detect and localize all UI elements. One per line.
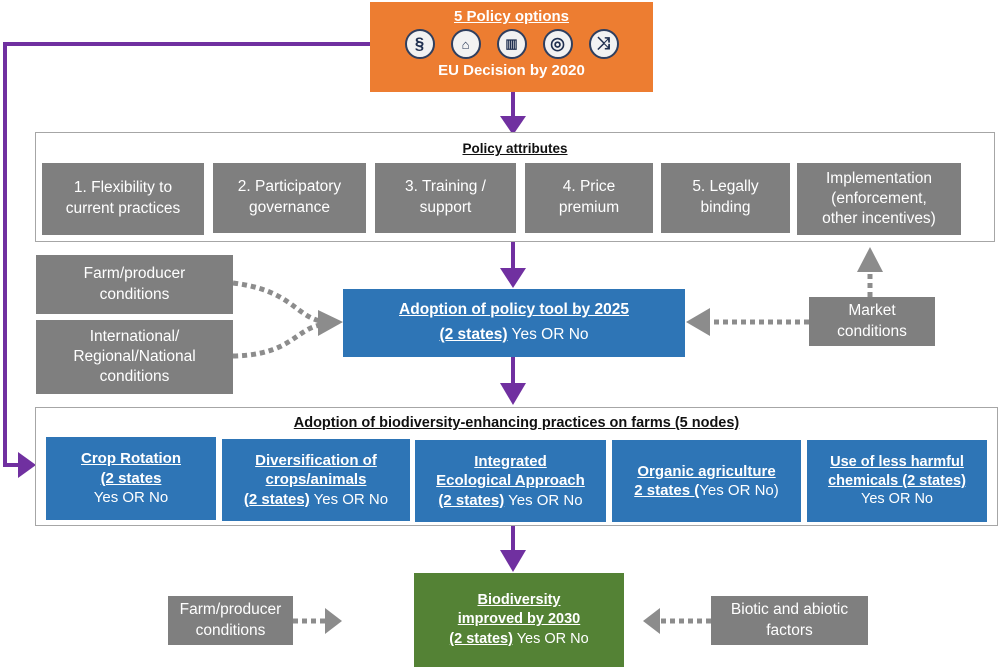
biodiversity-states: (2 states)	[449, 630, 513, 647]
practice-states: (2 states)	[438, 491, 505, 509]
attribute-legally-binding: 5. Legally binding	[661, 163, 790, 233]
practice-crop-rotation: Crop Rotation (2 states Yes OR No	[46, 437, 216, 520]
practice-values: Yes OR No	[504, 491, 583, 509]
arrowhead-adoption-to-practices	[500, 383, 526, 405]
policy-options-box: 5 Policy options § ⌂ ▥ ◎ ⤨ EU Decision b…	[370, 2, 653, 92]
arrowhead-practices-to-biodiversity	[500, 550, 526, 572]
practice-title: Ecological Approach	[436, 472, 585, 490]
practice-title: Organic agriculture	[637, 462, 776, 480]
biodiversity-title: Biodiversity	[477, 591, 561, 608]
practice-states-line: (2 states) Yes OR No	[244, 490, 388, 510]
attribute-label-line: 4. Price	[562, 178, 616, 196]
factor-label-line: conditions	[837, 322, 907, 340]
practice-title: crops/animals	[265, 471, 367, 489]
adoption-policy-tool-box: Adoption of policy tool by 2025 (2 state…	[343, 289, 685, 357]
practice-states-line: 2 states (Yes OR No)	[634, 481, 779, 501]
market-conditions-box: Market conditions	[809, 297, 935, 346]
attribute-training-support: 3. Training / support	[375, 163, 516, 233]
practice-organic-agriculture: Organic agriculture 2 states (Yes OR No)	[612, 440, 801, 522]
adoption-policy-states: (2 states)	[439, 326, 508, 343]
factor-label-line: conditions	[99, 285, 170, 303]
factor-label-line: conditions	[99, 368, 170, 386]
attribute-label-line: support	[419, 199, 472, 216]
factor-label-line: Market	[848, 302, 896, 320]
practice-title: Integrated	[474, 452, 547, 470]
practice-diversification: Diversification of crops/animals (2 stat…	[222, 439, 410, 521]
practice-title: chemicals (2 states)	[828, 472, 966, 489]
gray-arrowhead-market-to-adoption	[686, 308, 710, 336]
attribute-label-line: Implementation	[826, 169, 932, 187]
bottom-farm-producer-box: Farm/producer conditions	[168, 596, 293, 645]
biodiversity-box: Biodiversity improved by 2030 (2 states)…	[414, 573, 624, 667]
attribute-price-premium: 4. Price premium	[525, 163, 653, 233]
policy-attributes-title: Policy attributes	[462, 141, 568, 156]
practice-less-harmful-chemicals: Use of less harmful chemicals (2 states)…	[807, 440, 987, 522]
international-conditions-box: International/ Regional/National conditi…	[36, 320, 233, 394]
shuffle-icon: ⤨	[588, 29, 619, 59]
biodiversity-states-line: (2 states) Yes OR No	[449, 630, 588, 650]
arrowhead-options-to-attributes	[500, 116, 526, 135]
attribute-label-line: other incentives)	[822, 210, 936, 228]
practice-title: Diversification of	[255, 451, 377, 469]
farm-producer-conditions-box: Farm/producer conditions	[36, 255, 233, 314]
feedback-arrow-line	[3, 42, 370, 467]
factor-label-line: Regional/National	[73, 347, 196, 365]
attribute-label-line: governance	[248, 199, 330, 216]
attribute-label-line: 5. Legally	[692, 178, 759, 196]
factor-label-line: Farm/producer	[179, 601, 282, 619]
attribute-label-line: current practices	[65, 200, 181, 217]
attribute-label-line: premium	[558, 199, 620, 216]
attribute-participatory-governance: 2. Participatory governance	[213, 163, 366, 233]
attribute-label-line: binding	[700, 199, 751, 216]
attribute-label-line: 1. Flexibility to	[73, 179, 173, 197]
practice-title: Crop Rotation	[81, 450, 181, 468]
attribute-implementation: Implementation (enforcement, other incen…	[797, 163, 961, 235]
practice-integrated-ecological: Integrated Ecological Approach (2 states…	[415, 440, 606, 522]
policy-options-icons: § ⌂ ▥ ◎ ⤨	[370, 28, 653, 60]
biotic-abiotic-factors-box: Biotic and abiotic factors	[711, 596, 868, 645]
target-icon: ◎	[542, 29, 573, 59]
biodiversity-title: improved by 2030	[457, 611, 581, 628]
gray-arrowhead-biotic	[643, 608, 660, 634]
price-tag-icon: ⌂	[450, 29, 481, 59]
market-chart-icon: ▥	[496, 29, 527, 59]
attribute-label-line: 2. Participatory	[237, 178, 342, 196]
practices-title: Adoption of biodiversity-enhancing pract…	[293, 415, 740, 431]
practice-states: (2 states)	[243, 490, 310, 508]
factor-label-line: Farm/producer	[83, 264, 186, 282]
biodiversity-values: Yes OR No	[512, 630, 589, 647]
adoption-policy-values: Yes OR No	[507, 326, 589, 343]
adoption-policy-states-line: (2 states) Yes OR No	[439, 323, 588, 348]
attribute-label-line: (enforcement,	[831, 189, 927, 207]
adoption-policy-title: Adoption of policy tool by 2025	[399, 301, 629, 319]
factor-label-line: conditions	[195, 621, 266, 639]
practice-values: Yes OR No	[309, 490, 389, 508]
practice-states-line: (2 states) Yes OR No	[438, 491, 582, 511]
feedback-arrowhead	[18, 452, 36, 478]
factor-label-line: International/	[89, 327, 180, 345]
gray-arrowhead-bottom-farm	[325, 608, 342, 634]
practice-title: Use of less harmful	[830, 453, 964, 470]
policy-options-subtitle: EU Decision by 2020	[438, 62, 585, 79]
attribute-flexibility: 1. Flexibility to current practices	[42, 163, 204, 235]
gray-arrowhead-left-to-adoption	[318, 310, 343, 336]
factor-label-line: factors	[766, 621, 813, 639]
attribute-label-line: 3. Training /	[405, 178, 486, 196]
practice-values: Yes OR No)	[699, 482, 779, 499]
practice-values: Yes OR No	[93, 489, 169, 507]
practice-states: 2 states (	[634, 482, 700, 499]
section-sign-icon: §	[404, 29, 435, 59]
dotted-farm-to-adoption	[232, 280, 321, 324]
arrowhead-attributes-to-adoption	[500, 268, 526, 288]
practice-values: Yes OR No	[861, 491, 933, 508]
gray-arrowhead-market-to-implementation	[857, 247, 883, 272]
dotted-international-to-adoption	[232, 322, 321, 359]
factor-label-line: Biotic and abiotic	[730, 601, 849, 619]
practice-states: (2 states	[100, 469, 162, 487]
policy-options-title: 5 Policy options	[453, 8, 570, 25]
